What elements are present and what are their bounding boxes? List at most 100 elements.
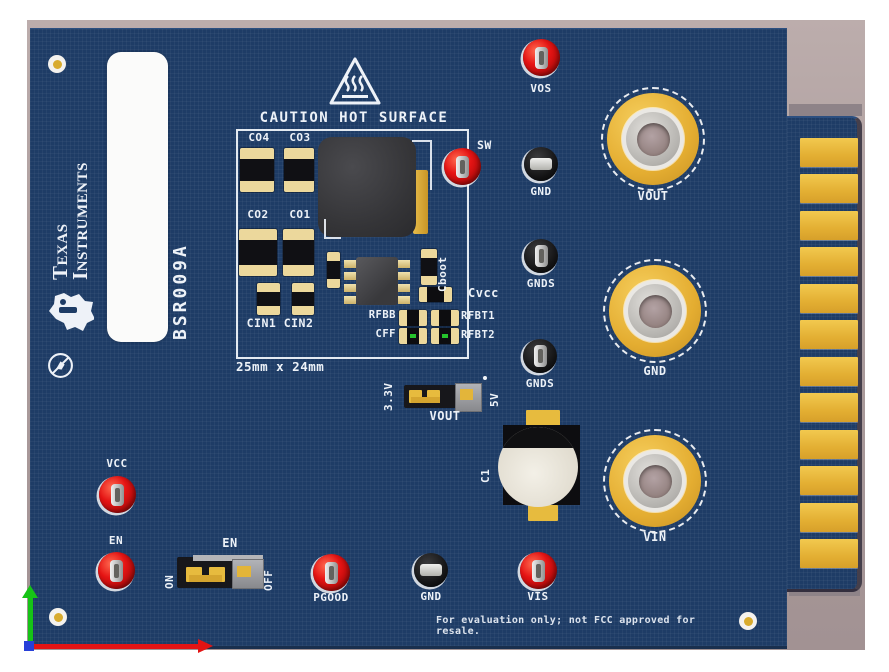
jack-bore <box>638 294 672 328</box>
resistor-rfbt1 <box>431 310 459 326</box>
jack-bore <box>638 464 672 498</box>
crossed-circle-icon <box>48 353 73 378</box>
pgood-test-point <box>313 554 350 591</box>
small-passive <box>327 252 340 288</box>
component-dot <box>410 334 416 338</box>
gold-finger <box>800 210 858 240</box>
switch-contact-bar <box>189 575 222 582</box>
bulk-capacitor-c1 <box>498 427 578 507</box>
co1-label: CO1 <box>289 208 311 221</box>
footer-note: For evaluation only; not FCC approved fo… <box>436 615 696 637</box>
gold-finger <box>800 356 858 386</box>
ti-wordmark-line2: Instruments <box>68 162 92 280</box>
fiducial-pad <box>53 612 63 622</box>
regulator-ic <box>356 257 398 305</box>
jack-bore <box>636 122 670 156</box>
origin-marker <box>24 641 34 651</box>
jack-insulator-ring <box>622 108 684 170</box>
test-pin <box>535 46 548 69</box>
inductor-terminal <box>413 170 428 234</box>
jack-gold-ring <box>607 93 699 185</box>
vis-test-point <box>520 552 557 589</box>
enable-left-option: ON <box>163 574 176 589</box>
circuit-outline-box <box>236 129 469 359</box>
jack-insulator-ring <box>624 280 686 342</box>
capacitor-cvcc <box>419 287 452 302</box>
resistor-rfbb <box>399 310 427 326</box>
vout-select-right-option: 5V <box>488 392 501 407</box>
vin-jack-label: VIN <box>643 530 667 544</box>
ic-pin <box>344 296 356 304</box>
test-pin <box>530 158 552 170</box>
switch-nub <box>460 389 473 400</box>
esd-symbol <box>47 352 74 383</box>
gnd-test-point-top <box>524 147 558 181</box>
capacitor-cin2 <box>292 283 314 315</box>
ic-pin <box>344 284 356 292</box>
board-id-label: BSR009A <box>170 243 191 340</box>
y-axis-arrow <box>28 598 33 646</box>
capacitor-cboot <box>421 249 437 285</box>
gold-finger <box>800 283 858 313</box>
fiducial-pad <box>743 616 753 626</box>
fiducial-bottom-right <box>739 612 757 630</box>
vcc-label: VCC <box>106 457 128 470</box>
gnds-upper-label: GNDS <box>526 277 556 290</box>
inductor-corner-mark <box>324 219 341 239</box>
gold-finger <box>800 429 858 459</box>
co2-label: CO2 <box>247 208 269 221</box>
co4-label: CO4 <box>248 131 270 144</box>
gnd-top-label: GND <box>530 185 552 198</box>
fiducial-pad <box>52 59 62 69</box>
jack-gold-ring <box>609 435 701 527</box>
vout-jack-label: VOUT <box>637 189 669 203</box>
gold-finger <box>800 138 858 167</box>
capacitor-cff <box>399 328 427 344</box>
gnd-bottom-label: GND <box>420 590 442 603</box>
vos-test-point <box>523 39 560 76</box>
jack-gold-ring <box>609 265 701 357</box>
test-pin <box>456 155 469 178</box>
switch-top-edge <box>193 555 263 561</box>
resistor-rfbt2 <box>431 328 459 344</box>
switch-contact-bar <box>411 397 440 403</box>
vos-label: VOS <box>530 82 552 95</box>
rfbt2-label: RFBT2 <box>461 329 496 341</box>
pgood-label: PGOOD <box>313 591 349 604</box>
gold-finger <box>800 393 858 423</box>
gold-finger <box>800 174 858 204</box>
gold-finger <box>800 538 858 568</box>
component-dot <box>442 334 448 338</box>
circuit-area-note: 25mm x 24mm <box>236 359 325 374</box>
ic-pin <box>344 272 356 280</box>
caution-label: CAUTION HOT SURFACE <box>259 110 449 126</box>
x-axis-arrowhead <box>198 639 213 653</box>
rfbt1-label: RFBT1 <box>461 310 496 322</box>
switch-position-dot <box>483 376 487 380</box>
sw-label: SW <box>477 138 492 152</box>
gnd-jack-label: GND <box>643 364 667 378</box>
gnds-lower-label: GNDS <box>525 377 555 390</box>
ic-pin <box>344 260 356 268</box>
ti-logo: Texas Instruments <box>48 162 283 378</box>
en-test-point <box>98 552 135 589</box>
ic-pin <box>398 272 410 280</box>
tab-shadow-top <box>789 104 862 116</box>
ti-wordmark: Texas Instruments <box>48 162 92 280</box>
jack-metal-ring <box>628 454 682 508</box>
vout-jack <box>601 87 705 191</box>
c1-polarity-stripe <box>498 427 578 448</box>
ti-bug-icon <box>49 293 94 331</box>
fiducial-top-left <box>48 55 66 73</box>
test-pin <box>420 564 442 576</box>
inductor-corner-mark <box>412 140 432 190</box>
en-label: EN <box>108 534 124 547</box>
fiducial-bottom-left <box>49 608 67 626</box>
test-pin <box>111 483 124 506</box>
co3-label: CO3 <box>289 131 311 144</box>
c1-pad <box>526 410 560 427</box>
cvcc-label: Cvcc <box>468 286 499 300</box>
switch-nub <box>237 566 251 577</box>
jack-insulator-ring <box>624 450 686 512</box>
